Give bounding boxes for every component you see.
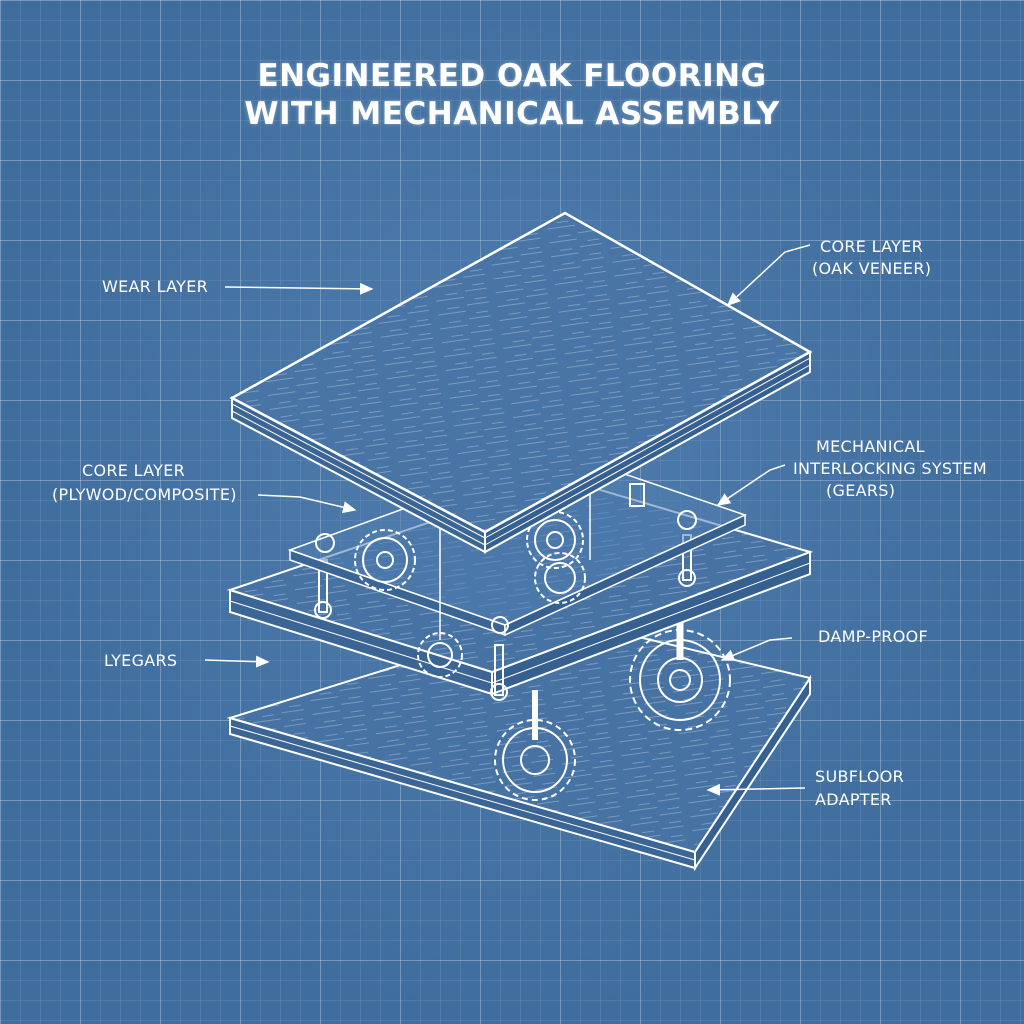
diagram-title-line-2: WITH MECHANICAL ASSEMBLY: [244, 96, 780, 132]
label-subfloor-line-1: SUBFLOOR: [815, 767, 905, 786]
label-subfloor-line-2: ADAPTER: [815, 790, 892, 809]
leader-lines: [204, 244, 811, 796]
lower-gear-right-icon: [629, 620, 731, 731]
label-wear-layer: WEAR LAYER: [102, 277, 209, 296]
label-core-oak-line-2: (OAK VENEER): [812, 259, 932, 278]
label-core-ply-line-2: (PLYWOD/COMPOSITE): [52, 485, 237, 504]
label-damp-proof: DAMP-PROOF: [818, 627, 929, 646]
lower-gear-left-icon: [494, 690, 576, 801]
inner-plate: [287, 451, 748, 637]
label-mech-line-2: INTERLOCKING SYSTEM: [793, 459, 987, 478]
label-mech-line-3: (GEARS): [826, 481, 896, 500]
label-core-oak-line-1: CORE LAYER: [820, 237, 924, 256]
label-core-ply-line-1: CORE LAYER: [82, 461, 186, 480]
label-lyegars: LYEGARS: [104, 651, 178, 670]
wear-layer-panel: [229, 211, 813, 554]
label-mech-line-1: MECHANICAL: [816, 437, 925, 456]
diagram-title-line-1: ENGINEERED OAK FLOORING: [257, 58, 767, 94]
